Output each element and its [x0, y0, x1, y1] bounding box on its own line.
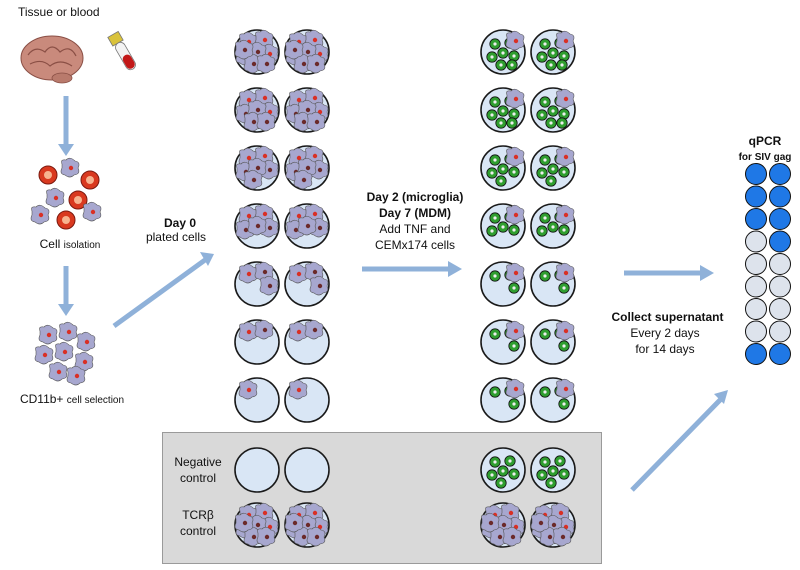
- well: [530, 29, 576, 75]
- collect-line2: Every 2 days: [630, 326, 700, 340]
- well: [284, 145, 330, 191]
- well: [530, 87, 576, 133]
- control-wells: [234, 447, 576, 548]
- qpcr-title: qPCR: [748, 134, 782, 148]
- day2-line2: Day 7 (MDM): [378, 206, 451, 220]
- negative-control-line2: control: [179, 471, 217, 485]
- well: [284, 87, 330, 133]
- isolation-label: Cell isolation: [20, 237, 120, 253]
- well: [480, 261, 526, 307]
- well: [530, 377, 576, 423]
- well: [284, 261, 330, 307]
- brain-icon: [20, 35, 84, 84]
- qpcr-well-negative: [745, 320, 767, 343]
- well: [480, 377, 526, 423]
- qpcr-well-negative: [769, 253, 791, 275]
- qpcr-well-positive: [745, 185, 767, 208]
- qpcr-well-positive: [745, 208, 767, 230]
- isolation-label-small: isolation: [63, 240, 101, 251]
- qpcr-well-positive: [745, 343, 767, 365]
- qpcr-well-positive: [769, 208, 791, 230]
- blood-tube-icon: [107, 30, 136, 71]
- day2-line1: Day 2 (microglia): [366, 190, 464, 204]
- well: [530, 319, 576, 365]
- qpcr-well-positive: [769, 185, 791, 208]
- well: [234, 87, 280, 133]
- day0-subtitle: plated cells: [145, 230, 207, 244]
- well: [234, 261, 280, 307]
- well: [480, 319, 526, 365]
- qpcr-well-negative: [745, 275, 767, 298]
- selection-label-main: CD11b+: [19, 392, 64, 406]
- qpcr-well-negative: [745, 298, 767, 320]
- well: [480, 203, 526, 249]
- qpcr-subtitle: for SIV gag: [738, 152, 792, 163]
- well: [284, 377, 330, 423]
- well: [480, 502, 526, 548]
- well: [530, 203, 576, 249]
- tcr-control-line1: TCRβ: [182, 508, 214, 522]
- well: [234, 447, 280, 493]
- well: [234, 319, 280, 365]
- qpcr-well-positive: [769, 230, 791, 253]
- day0-well-grid: [234, 29, 330, 423]
- qpcr-well-negative: [769, 320, 791, 343]
- well: [480, 145, 526, 191]
- negative-control-line1: Negative: [174, 455, 222, 469]
- qpcr-well-negative: [745, 253, 767, 275]
- day2-line3: Add TNF and: [379, 222, 451, 236]
- isolated-cells-icon: [30, 157, 102, 230]
- control-panel: [162, 432, 602, 564]
- well: [284, 502, 330, 548]
- well: [480, 29, 526, 75]
- well: [234, 145, 280, 191]
- qpcr-well-positive: [745, 163, 767, 185]
- well: [530, 502, 576, 548]
- well: [284, 447, 330, 493]
- well: [234, 203, 280, 249]
- well: [284, 319, 330, 365]
- qpcr-well-positive: [769, 163, 791, 185]
- tcr-control-line2: control: [179, 524, 217, 538]
- selection-label-small: cell selection: [66, 395, 125, 406]
- qpcr-well-negative: [769, 298, 791, 320]
- well: [234, 502, 280, 548]
- well: [234, 377, 280, 423]
- day2-well-grid: [480, 29, 576, 423]
- selection-label: CD11b+ cell selection: [2, 392, 142, 408]
- qpcr-well-positive: [769, 343, 791, 365]
- well: [530, 447, 576, 493]
- source-label: Tissue or blood: [18, 5, 100, 19]
- well: [234, 29, 280, 75]
- well: [480, 87, 526, 133]
- well: [530, 261, 576, 307]
- well: [284, 203, 330, 249]
- collect-line3: for 14 days: [635, 342, 695, 356]
- qpcr-well-negative: [769, 275, 791, 298]
- day0-title: Day 0: [163, 216, 197, 230]
- qpcr-well-negative: [745, 230, 767, 253]
- day2-line4: CEMx174 cells: [374, 238, 456, 252]
- well: [480, 447, 526, 493]
- well: [284, 29, 330, 75]
- well: [530, 145, 576, 191]
- isolation-label-main: Cell: [39, 237, 61, 251]
- qpcr-plate: [745, 163, 791, 365]
- selected-cells-icon: [34, 321, 96, 386]
- collect-title: Collect supernatant: [611, 310, 724, 324]
- flow-arrows: [58, 96, 728, 492]
